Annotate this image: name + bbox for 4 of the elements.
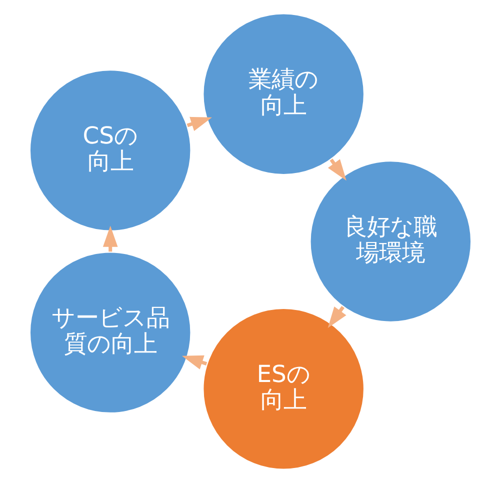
node-circle: 業績の向上	[202, 12, 364, 175]
node-circle: CSの向上	[28, 68, 191, 231]
node-circle: サービス品質の向上	[28, 251, 191, 414]
node-circle: ESの向上	[202, 307, 364, 470]
